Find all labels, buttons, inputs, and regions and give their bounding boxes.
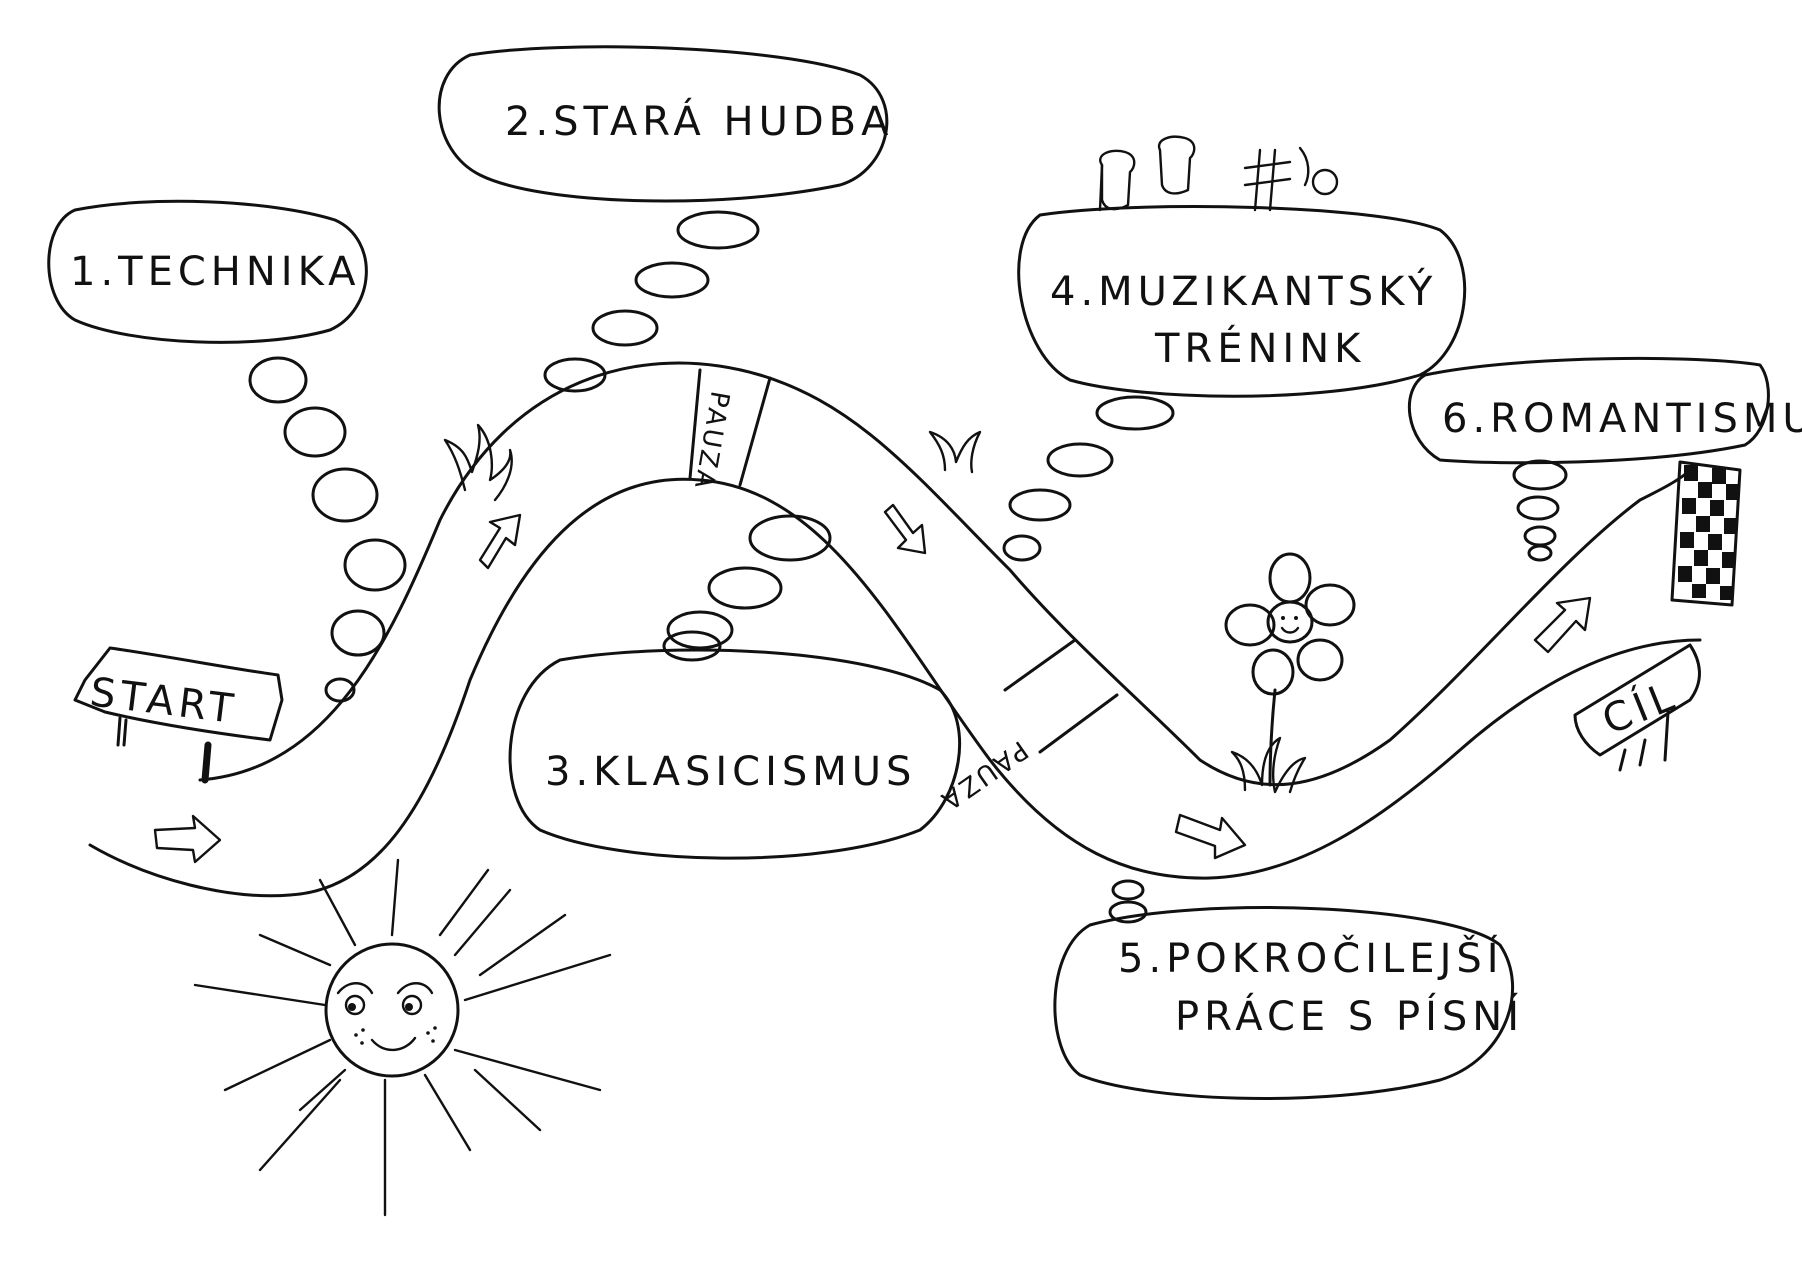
stage-bubble-2: 2.STARÁ HUDBA [437,45,893,203]
pause-stripe-2: PAUZA [933,638,1119,817]
arrow-icon [478,513,522,570]
thought-dots-2 [543,210,760,393]
pause-stripe-1: PAUZA [688,368,772,493]
thought-dots-1 [248,356,407,703]
checkered-flag-icon [1670,460,1742,607]
stage-label-5b: PRÁCE S PÍSNÍ [1175,992,1524,1040]
start-sign-label: START [88,669,241,733]
stage-label-4a: 4.MUZIKANTSKÝ [1050,267,1437,315]
stage-label-6: 6.ROMANTISMUS [1442,396,1802,442]
thought-dots-6 [1512,459,1568,562]
stage-label-2: 2.STARÁ HUDBA [505,97,893,145]
stage-label-4b: TRÉNINK [1154,324,1365,372]
thought-dots-3 [662,514,832,662]
stage-label-5a: 5.POKROČILEJŠÍ [1118,934,1504,982]
stage-bubble-3: 3.KLASICISMUS [508,648,962,860]
arrow-icon [1174,813,1247,860]
thought-dots-4 [1002,395,1175,562]
music-notes-icon [1098,135,1339,212]
stage-label-3: 3.KLASICISMUS [545,749,916,795]
sun-icon [193,858,612,1217]
stage-bubble-6: 6.ROMANTISMUS [1408,356,1802,465]
grass-icon [928,430,982,474]
stage-bubble-1: 1.TECHNIKA [47,199,368,344]
stage-bubble-4: 4.MUZIKANTSKÝ TRÉNINK [1017,205,1467,398]
finish-sign-label: CÍL [1595,671,1684,744]
flower-icon [1224,552,1356,794]
arrow-icon [1533,596,1592,654]
stage-label-1: 1.TECHNIKA [70,249,361,295]
start-sign: START [73,646,284,784]
stage-bubble-5: 5.POKROČILEJŠÍ PRÁCE S PÍSNÍ [1053,906,1524,1100]
pause-label-2: PAUZA [933,734,1033,816]
grass-icon [443,423,513,502]
arrow-icon [153,814,222,864]
thought-dots-5 [1108,879,1148,924]
winding-road [88,361,1702,898]
arrow-icon [883,503,927,555]
